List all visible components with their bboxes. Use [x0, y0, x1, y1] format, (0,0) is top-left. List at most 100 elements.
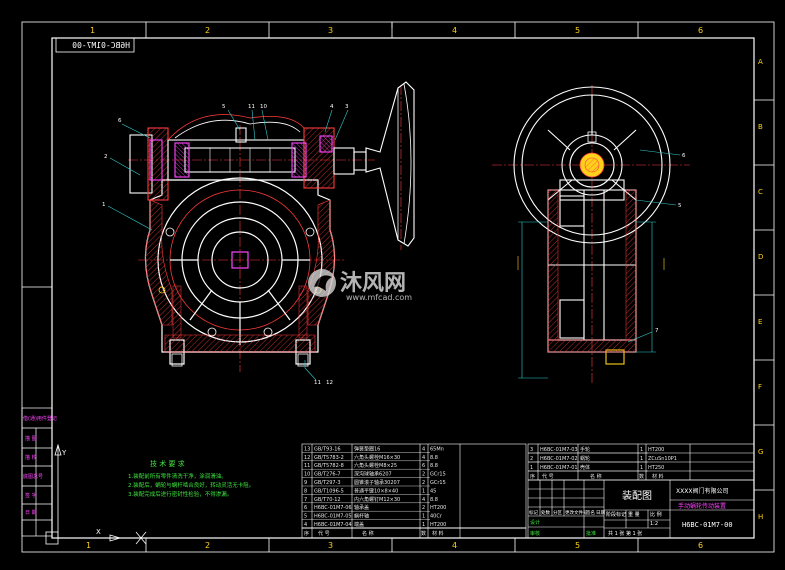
table-cell: GCr15	[430, 472, 446, 478]
front-callout-11b: 11	[314, 380, 321, 386]
table-cell: 45	[430, 488, 436, 494]
table-cell: 轴承盖	[354, 504, 369, 511]
table-cell: 8.8	[430, 463, 438, 469]
pr-h-seq: 序	[530, 473, 535, 480]
rev-date: 日期	[596, 510, 605, 516]
front-callout-6: 6	[118, 118, 122, 124]
side-housing	[547, 179, 637, 365]
front-callout-1: 1	[102, 202, 106, 208]
front-callout-10: 10	[260, 104, 267, 110]
title-scale-label: 比 例	[650, 511, 662, 518]
title-sheet: 共 1 张 第 1 张	[608, 530, 642, 537]
sign-checker: 审核	[530, 530, 540, 537]
zone-col-2: 2	[205, 26, 210, 35]
watermark-url: www.mfcad.com	[346, 293, 412, 302]
table-cell: 圆锥滚子轴承30207	[354, 479, 400, 486]
zone-row-h: H	[758, 513, 763, 521]
side-callout-5: 5	[678, 203, 682, 209]
title-company: XXXX阀门有限公司	[676, 487, 728, 495]
pl-h-name: 名 称	[362, 530, 374, 537]
table-cell: 六角头螺栓M8×25	[354, 462, 397, 469]
zone-col-b6: 6	[698, 541, 703, 550]
watermark-brand: 沐风网	[340, 271, 406, 296]
table-cell: 12	[304, 455, 310, 461]
title-product: 手动蜗轮传动装置	[678, 502, 726, 510]
zone-row-c: C	[758, 188, 763, 196]
table-cell: HT250	[648, 465, 664, 471]
strip-label-5: 签 字	[25, 492, 37, 499]
table-cell: 1	[422, 488, 425, 494]
zone-col-4: 4	[452, 26, 457, 35]
table-cell: 8.8	[430, 455, 438, 461]
front-bolts	[158, 227, 322, 367]
side-view[interactable]: 6 5 7	[492, 85, 690, 385]
title-block[interactable]: 装配图 XXXX阀门有限公司 手动蜗轮传动装置 H6BC-01M7-00 比 例…	[527, 479, 755, 539]
front-callout-3: 3	[345, 104, 349, 110]
table-cell: 3	[530, 447, 533, 453]
zone-labels-top: 1 2 3 4 5 6	[90, 26, 703, 35]
table-cell: 2	[422, 472, 425, 478]
table-cell: 4	[422, 446, 425, 452]
table-cell: 1	[640, 447, 643, 453]
technical-notes: 技 术 要 求 1.装配前所有零件清洗干净，涂润滑油。 2.装配后，蜗轮与蜗杆啮…	[128, 459, 254, 498]
strip-label-1: 借(通)用件登记	[23, 415, 57, 422]
table-cell: 65Mn	[430, 446, 444, 452]
table-cell: GB/T5782-8	[314, 463, 344, 469]
title-scale: 1:2	[650, 521, 658, 527]
table-cell: 蜗轮	[580, 455, 590, 462]
table-cell: 1	[640, 456, 643, 462]
table-cell: 深沟球轴承6207	[354, 471, 392, 478]
table-cell: GB/T276-7	[314, 472, 341, 478]
table-cell: H6BC-01M7-04	[314, 522, 352, 528]
tech-note-3: 3.装配完成后进行密封性检验，不得渗漏。	[128, 490, 232, 498]
pr-h-qty: 数	[639, 473, 644, 480]
table-cell: HT200	[430, 522, 446, 528]
front-callout-5: 5	[222, 104, 226, 110]
table-cell: 普通平键10×8×40	[354, 487, 398, 494]
pl-h-code: 代 号	[318, 530, 330, 537]
side-callout-7: 7	[655, 328, 659, 334]
title-stage: 阶段标记	[606, 511, 626, 518]
table-cell: 2	[422, 505, 425, 511]
tech-notes-heading: 技 术 要 求	[150, 459, 185, 468]
zone-col-b3: 3	[328, 541, 333, 550]
table-cell: GB/T1096-5	[314, 488, 344, 494]
ucs-x: X	[96, 528, 101, 536]
table-cell: 1	[422, 514, 425, 520]
table-cell: 13	[304, 446, 310, 452]
front-leaders	[107, 109, 349, 381]
table-cell: 2	[422, 480, 425, 486]
left-strip-labels: 借(通)用件登记 描 图 描 校 底图总号 签 字 日 期	[23, 415, 57, 516]
strip-label-2: 描 图	[25, 435, 37, 442]
zone-col-b5: 5	[575, 541, 580, 550]
table-cell: 2	[530, 456, 533, 462]
zone-col-b2: 2	[205, 541, 210, 550]
front-view[interactable]: 6 2 1 5 11 10 4 3 11 12	[102, 81, 415, 386]
front-callout-labels: 6 2 1 5 11 10 4 3 11 12	[102, 104, 349, 386]
zone-labels-bottom: 1 2 3 4 5 6	[86, 541, 703, 550]
tech-note-2: 2.装配后，蜗轮与蜗杆啮合良好，转动灵活无卡阻。	[128, 481, 254, 489]
worm-housing	[129, 114, 367, 201]
front-callout-12: 12	[326, 380, 333, 386]
pr-h-mat: 材 料	[652, 473, 664, 480]
strip-label-4: 底图总号	[23, 473, 43, 480]
table-cell: GB/T297-3	[314, 480, 341, 486]
sign-designer: 设计	[530, 519, 540, 526]
table-cell: GCr15	[430, 480, 446, 486]
zone-ticks	[22, 22, 774, 552]
pr-h-name: 名 称	[590, 473, 602, 480]
zone-labels-right: A B C D E F G H	[758, 58, 763, 521]
table-cell: ZCuSn10P1	[648, 456, 677, 462]
title-block-grid	[527, 479, 755, 539]
table-cell: 1	[422, 522, 425, 528]
rev-mark: 标记	[529, 509, 538, 516]
table-cell: 5	[304, 514, 307, 520]
rev-count: 处数	[541, 509, 550, 516]
front-callout-2: 2	[104, 154, 108, 160]
table-cell: 9	[304, 480, 307, 486]
